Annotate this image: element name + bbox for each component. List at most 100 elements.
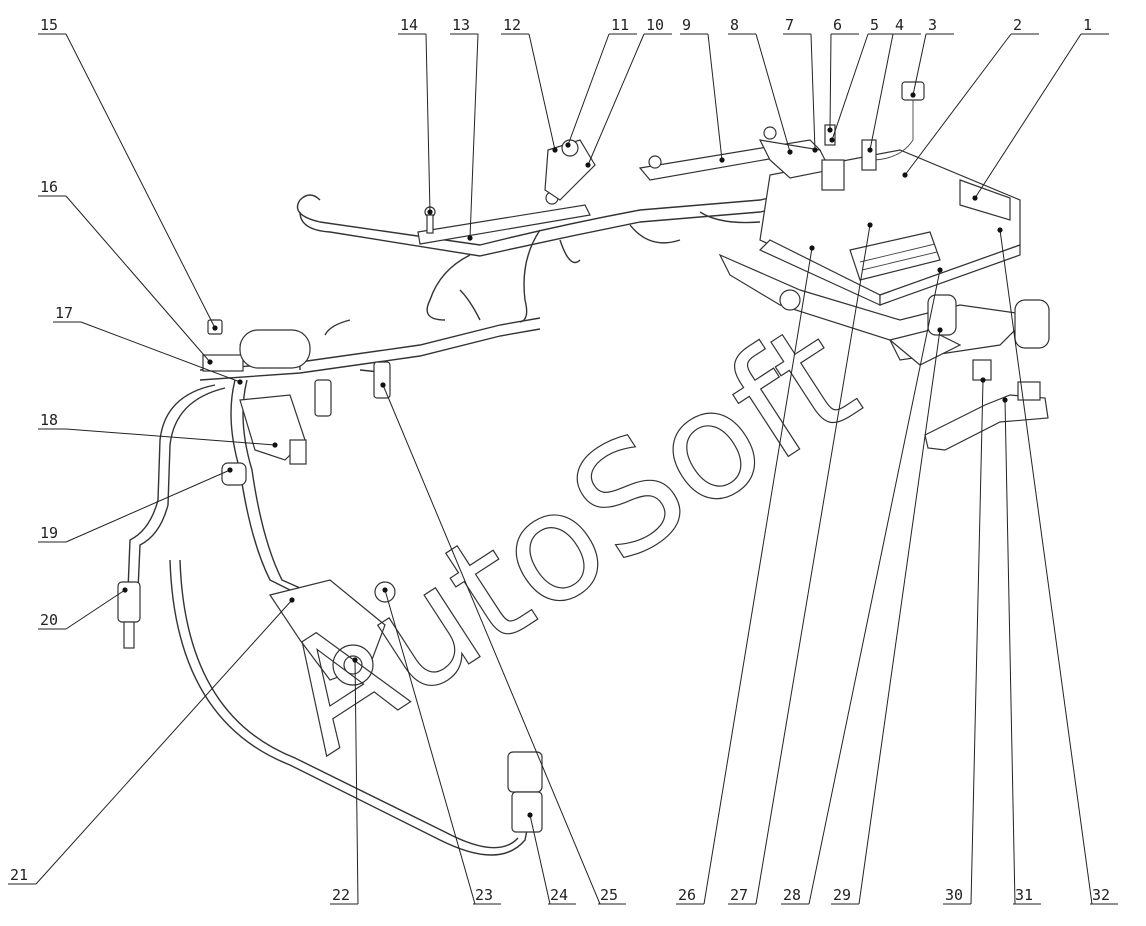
callout-number: 17 <box>55 304 73 322</box>
callout-number: 15 <box>40 16 58 34</box>
callout-dot <box>237 379 243 385</box>
brackets-and-bolts <box>117 81 925 833</box>
callout-number: 9 <box>682 16 691 34</box>
callout-dot <box>122 587 128 593</box>
callout-dot <box>867 222 873 228</box>
callout-dot <box>382 587 388 593</box>
callout-dot <box>997 227 1003 233</box>
callout-leader-line <box>528 33 556 151</box>
callout-leader-line <box>35 599 293 885</box>
callout-number: 1 <box>1083 16 1092 34</box>
callout-number: 18 <box>40 411 58 429</box>
callout-3: 3 <box>910 16 954 98</box>
callout-leader-line <box>1004 399 1016 905</box>
callout-leader-line <box>869 33 894 151</box>
callout-30: 30 <box>943 377 986 905</box>
callout-31: 31 <box>1002 397 1041 905</box>
callout-leader-line <box>65 428 276 446</box>
callout-19: 19 <box>38 467 233 543</box>
callout-dot <box>212 325 218 331</box>
callout-leader-line <box>912 33 927 96</box>
callout-leader-line <box>382 384 601 905</box>
callout-dot <box>809 245 815 251</box>
callout-dot <box>427 209 433 215</box>
callout-leader-line <box>755 33 791 153</box>
callout-number: 11 <box>611 16 629 34</box>
callout-dot <box>565 142 571 148</box>
callout-number: 5 <box>870 16 879 34</box>
callout-14: 14 <box>398 16 433 215</box>
callout-number: 28 <box>783 886 801 904</box>
callout-number: 30 <box>945 886 963 904</box>
callout-4: 4 <box>867 16 921 153</box>
callout-21: 21 <box>8 597 295 885</box>
callout-leader-line <box>829 33 832 131</box>
callout-leader-line <box>755 224 871 905</box>
callout-23: 23 <box>382 587 501 905</box>
callout-10: 10 <box>585 16 672 168</box>
callout-dot <box>585 162 591 168</box>
callout-27: 27 <box>728 222 873 905</box>
callout-dot <box>937 327 943 333</box>
callout-13: 13 <box>450 16 479 241</box>
callout-dot <box>867 147 873 153</box>
watermark-text: AutoSoft <box>251 290 886 787</box>
callout-number: 7 <box>785 16 794 34</box>
callout-1: 1 <box>972 16 1109 201</box>
callout-number: 14 <box>400 16 418 34</box>
callout-12: 12 <box>501 16 558 153</box>
callout-leader-line <box>65 469 231 543</box>
callout-dot <box>972 195 978 201</box>
callout-leader-line <box>469 33 479 239</box>
callout-number: 19 <box>40 524 58 542</box>
callout-20: 20 <box>38 587 128 630</box>
callout-number: 32 <box>1092 886 1110 904</box>
callout-leader-line <box>808 269 941 905</box>
callout-dot <box>980 377 986 383</box>
callout-32: 32 <box>997 227 1118 905</box>
callout-leader-line <box>65 33 216 329</box>
callout-dot <box>352 657 358 663</box>
callout-5: 5 <box>829 16 896 143</box>
callout-18: 18 <box>38 411 278 448</box>
callout-29: 29 <box>831 327 943 905</box>
callout-number: 16 <box>40 178 58 196</box>
callout-26: 26 <box>676 245 815 905</box>
callout-17: 17 <box>53 304 243 385</box>
callout-leader-line <box>80 321 241 383</box>
callout-15: 15 <box>38 16 218 331</box>
callout-leader-line <box>425 33 431 213</box>
callout-leader-line <box>970 379 984 905</box>
callout-7: 7 <box>783 16 818 153</box>
callout-11: 11 <box>565 16 637 148</box>
callout-leader-line <box>999 229 1093 905</box>
callout-number: 29 <box>833 886 851 904</box>
callout-number: 22 <box>332 886 350 904</box>
callout-leader-line <box>567 33 610 146</box>
callout-leader-line <box>858 329 941 905</box>
callout-9: 9 <box>680 16 725 163</box>
callout-dot <box>467 235 473 241</box>
callout-number: 26 <box>678 886 696 904</box>
callout-dot <box>910 92 916 98</box>
callout-dot <box>272 442 278 448</box>
callout-dot <box>719 157 725 163</box>
callout-leader-line <box>65 589 126 630</box>
callout-22: 22 <box>330 657 359 905</box>
callout-dot <box>207 359 213 365</box>
callout-dot <box>527 812 533 818</box>
callout-dot <box>829 137 835 143</box>
callout-16: 16 <box>38 178 213 365</box>
callout-leader-line <box>974 33 1082 199</box>
callout-6: 6 <box>827 16 859 133</box>
callout-number: 21 <box>10 866 28 884</box>
callout-leader-line <box>529 814 551 905</box>
callout-2: 2 <box>902 16 1039 178</box>
callout-dot <box>827 127 833 133</box>
callout-number: 10 <box>646 16 664 34</box>
callout-leader-line <box>354 659 359 905</box>
callout-number: 2 <box>1013 16 1022 34</box>
callout-dot <box>902 172 908 178</box>
